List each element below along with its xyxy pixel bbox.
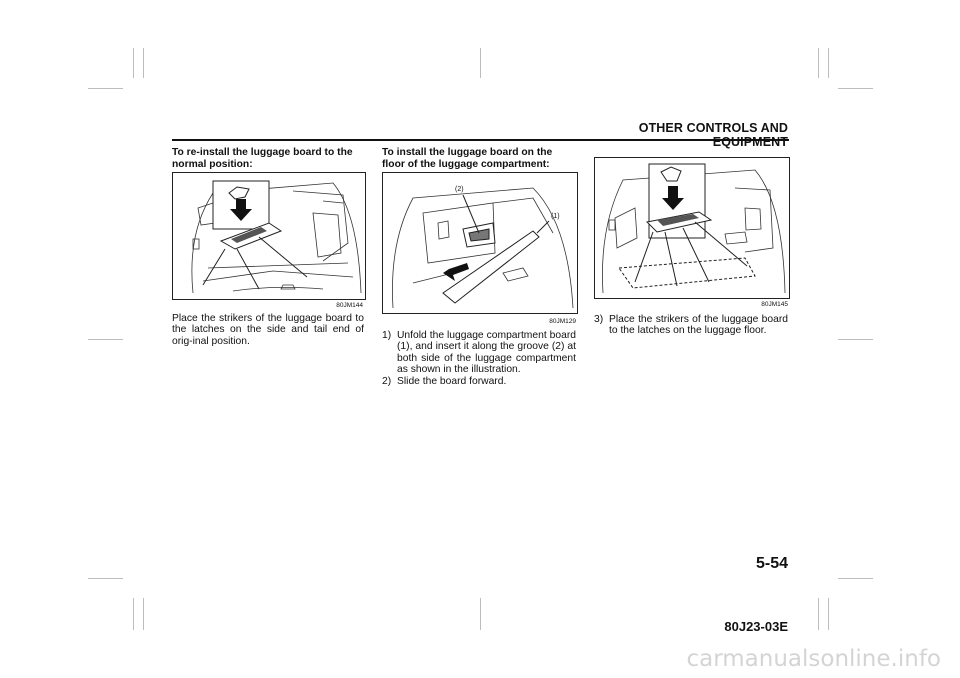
crop-mark — [838, 578, 873, 579]
figure-place-strikers — [594, 157, 790, 299]
down-arrow-icon — [230, 199, 252, 221]
crop-mark — [143, 598, 144, 630]
crop-mark — [838, 339, 873, 340]
crop-mark — [133, 48, 134, 78]
column-1-body: Place the strikers of the luggage board … — [172, 313, 364, 347]
step-number: 3) — [594, 314, 604, 325]
figure-reinstall-board — [172, 172, 366, 300]
step-text: Slide the board forward. — [397, 375, 507, 387]
crop-mark — [133, 598, 134, 630]
crop-mark — [88, 578, 123, 579]
figure-id: 80JM145 — [761, 301, 788, 308]
list-item: 3) Place the strikers of the luggage boa… — [594, 314, 788, 337]
section-title: OTHER CONTROLS AND EQUIPMENT — [638, 121, 788, 149]
crop-mark — [828, 598, 829, 630]
figure-id: 80JM144 — [336, 302, 363, 309]
step-text: Unfold the luggage compartment board (1)… — [397, 330, 576, 376]
crop-mark — [480, 48, 481, 78]
strikers-steps-list: 3) Place the strikers of the luggage boa… — [594, 314, 788, 337]
figure-id: 80JM129 — [549, 318, 576, 325]
crop-mark — [818, 48, 819, 78]
column-2-heading: To install the luggage board on the floo… — [382, 147, 553, 170]
crop-mark — [818, 598, 819, 630]
document-code: 80J23-03E — [724, 619, 788, 634]
crop-mark — [828, 48, 829, 78]
step-number: 2) — [382, 375, 392, 387]
list-item: 2) Slide the board forward. — [382, 376, 576, 387]
luggage-compartment-illustration — [191, 180, 362, 294]
watermark: carmanualsonline.info — [686, 646, 941, 672]
figure-install-board-floor: (2) (1) — [382, 172, 578, 314]
header-rule — [172, 139, 789, 141]
crop-mark — [143, 48, 144, 78]
slide-arrow-icon — [443, 263, 469, 281]
luggage-floor-illustration: (2) (1) — [392, 186, 574, 309]
step-number: 1) — [382, 330, 392, 341]
column-1-heading: To re-install the luggage board to the n… — [172, 147, 353, 170]
crop-mark — [838, 88, 873, 89]
page-number: 5-54 — [755, 555, 788, 572]
crop-mark — [88, 339, 123, 340]
luggage-floor-strikers-illustration — [602, 163, 786, 294]
install-steps-list: 1) Unfold the luggage compartment board … — [382, 330, 576, 387]
crop-mark — [88, 88, 123, 89]
down-arrow-icon — [662, 186, 684, 210]
crop-mark — [480, 598, 481, 630]
callout-2: (2) — [455, 186, 464, 193]
step-text: Place the strikers of the luggage board … — [609, 314, 788, 337]
list-item: 1) Unfold the luggage compartment board … — [382, 330, 576, 376]
callout-1: (1) — [551, 213, 560, 220]
